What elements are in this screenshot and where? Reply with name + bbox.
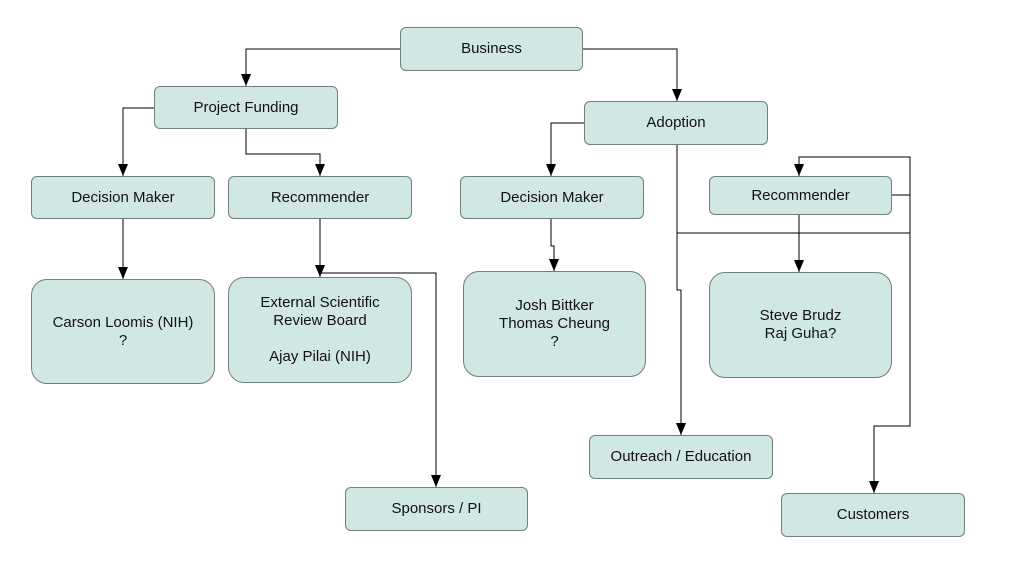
node-sponsors: Sponsors / PI bbox=[345, 487, 528, 531]
node-label: Recommender bbox=[751, 186, 850, 204]
arrowhead bbox=[869, 481, 879, 493]
node-pf-recommender: Recommender bbox=[228, 176, 412, 219]
edge-ad-decision-maker bbox=[550, 122, 584, 176]
node-steve: Steve Brudz Raj Guha? bbox=[709, 272, 892, 378]
node-label: Recommender bbox=[270, 188, 370, 206]
node-line: Josh Bittker bbox=[515, 297, 594, 314]
edge-pf-rec-sponsors bbox=[320, 272, 437, 487]
node-customers: Customers bbox=[781, 493, 965, 537]
node-external-board: External Scientific Review Board Ajay Pi… bbox=[228, 277, 412, 383]
arrowhead bbox=[118, 164, 128, 176]
node-label: Sponsors / PI bbox=[391, 500, 482, 517]
arrowhead bbox=[794, 164, 804, 176]
node-ad-recommender: Recommender bbox=[709, 176, 892, 215]
edge-ad-dm-josh bbox=[550, 219, 555, 271]
edge-business-adoption bbox=[583, 48, 678, 101]
node-label: Outreach / Education bbox=[610, 448, 752, 465]
arrowhead bbox=[546, 164, 556, 176]
arrowhead bbox=[794, 260, 804, 272]
node-label: Adoption bbox=[646, 114, 706, 131]
node-line: Review Board bbox=[273, 312, 367, 329]
edge-business-project-funding bbox=[245, 48, 400, 86]
node-label: Business bbox=[461, 40, 522, 57]
arrowhead bbox=[315, 265, 325, 277]
node-label: Decision Maker bbox=[500, 188, 604, 206]
arrowhead bbox=[549, 259, 559, 271]
node-label: Project Funding bbox=[193, 98, 299, 116]
arrowhead bbox=[676, 423, 686, 435]
node-label: Decision Maker bbox=[71, 188, 175, 206]
node-josh: Josh Bittker Thomas Cheung ? bbox=[463, 271, 646, 377]
node-line: ? bbox=[550, 333, 559, 350]
node-line: Ajay Pilai (NIH) bbox=[269, 348, 371, 365]
node-line: Raj Guha? bbox=[764, 325, 837, 342]
node-label: Customers bbox=[836, 506, 910, 523]
arrowhead bbox=[241, 74, 251, 86]
arrowhead bbox=[672, 89, 682, 101]
node-carson: Carson Loomis (NIH) ? bbox=[31, 279, 215, 384]
node-line: ? bbox=[118, 331, 128, 349]
node-line: External Scientific bbox=[260, 294, 380, 311]
arrowhead bbox=[118, 267, 128, 279]
edge-pf-decision-maker bbox=[122, 107, 154, 176]
node-adoption: Adoption bbox=[584, 101, 768, 145]
node-line: Steve Brudz bbox=[759, 307, 842, 324]
node-pf-decision-maker: Decision Maker bbox=[31, 176, 215, 219]
edge-pf-recommender bbox=[245, 129, 321, 176]
node-business: Business bbox=[400, 27, 583, 71]
node-outreach: Outreach / Education bbox=[589, 435, 773, 479]
node-line: Carson Loomis (NIH) bbox=[52, 313, 194, 331]
edge-ad-outreach bbox=[676, 145, 682, 435]
arrowhead bbox=[315, 164, 325, 176]
edge-ad-recommender bbox=[677, 156, 911, 234]
node-line: Thomas Cheung bbox=[499, 315, 610, 332]
node-ad-decision-maker: Decision Maker bbox=[460, 176, 644, 219]
arrowhead bbox=[431, 475, 441, 487]
edge-ad-rec-customers bbox=[873, 194, 911, 493]
node-project-funding: Project Funding bbox=[154, 86, 338, 129]
